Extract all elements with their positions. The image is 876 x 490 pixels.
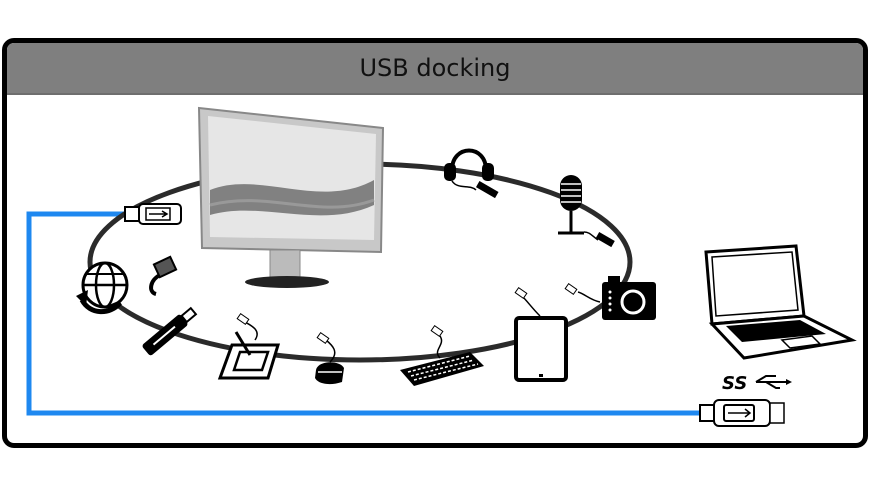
mouse-icon	[315, 331, 344, 385]
usb-superspeed-logo-icon: SS	[722, 373, 792, 394]
header-bar: USB docking	[7, 43, 863, 95]
ethernet-plug-icon	[149, 255, 178, 296]
ss-logo-text: SS	[722, 373, 747, 394]
network-globe-icon	[76, 261, 129, 315]
keyboard-icon	[400, 324, 484, 386]
usb-plug-upstream-icon	[124, 203, 182, 225]
usb-plug-laptop-icon	[699, 399, 785, 427]
headphones-icon	[444, 148, 499, 199]
diagram-title: USB docking	[359, 54, 511, 82]
monitor-icon	[197, 106, 385, 288]
microphone-icon	[558, 175, 615, 248]
laptop-icon	[704, 244, 857, 360]
tablet-icon	[514, 286, 568, 382]
drawing-tablet-icon	[217, 312, 281, 380]
usb-cable-blue	[26, 211, 700, 416]
usb-flash-drive-icon	[142, 306, 198, 356]
camera-icon	[564, 276, 656, 320]
